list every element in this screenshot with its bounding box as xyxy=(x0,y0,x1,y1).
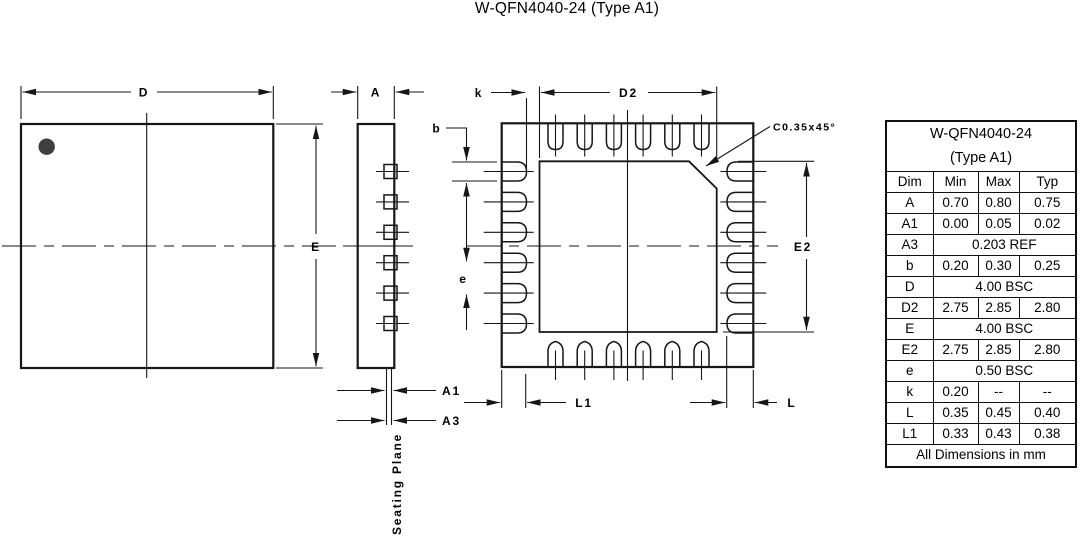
dim-A: A xyxy=(331,86,424,119)
dim-label-e-body: E xyxy=(311,240,321,254)
pads-right xyxy=(719,161,768,334)
table-title-line1: W-QFN4040-24 xyxy=(885,120,1077,147)
pads-left xyxy=(482,161,535,334)
dim-label-d: D xyxy=(139,86,149,100)
bottom-view: k D2 b e xyxy=(432,86,836,410)
dim-label-e-pitch: e xyxy=(459,272,467,286)
dim-A1: A1 xyxy=(337,384,461,398)
side-view: A A1 A3 Seating Plane xyxy=(331,86,461,535)
dim-L: L xyxy=(690,336,796,410)
dim-b: b xyxy=(432,122,497,247)
chamfer-callout: C0.35x45° xyxy=(705,122,836,167)
seating-plane-label: Seating Plane xyxy=(390,433,404,535)
table-title-line2: (Type A1) xyxy=(885,147,1077,172)
dim-E2: E2 xyxy=(723,160,814,333)
dim-label-b: b xyxy=(432,122,441,136)
side-view-terminals xyxy=(376,163,409,332)
table-header-row: Dim Min Max Typ xyxy=(885,171,1077,193)
dim-label-k: k xyxy=(475,86,483,100)
dim-label-l: L xyxy=(787,396,796,410)
dim-A3: A3 xyxy=(337,414,461,428)
exposed-pad xyxy=(538,160,718,333)
dim-D2: D2 xyxy=(538,86,718,158)
dim-label-a: A xyxy=(371,86,381,100)
dimensions-table: W-QFN4040-24 (Type A1) Dim Min Max Typ A… xyxy=(885,120,1078,468)
dim-L1: L1 xyxy=(464,370,593,410)
dim-label-e2: E2 xyxy=(794,240,812,254)
dim-D: D xyxy=(20,86,274,119)
pads-top xyxy=(547,113,710,158)
dim-label-d2: D2 xyxy=(619,86,638,100)
col-header-max: Max xyxy=(977,171,1020,193)
dim-label-a3: A3 xyxy=(442,414,461,428)
dim-E: E xyxy=(276,123,323,369)
dim-e-pitch: e xyxy=(459,247,470,330)
col-header-dim: Dim xyxy=(885,171,934,193)
pin1-marker-dot xyxy=(38,138,55,155)
chamfer-note-label: C0.35x45° xyxy=(773,122,836,134)
page-title: W-QFN4040-24 (Type A1) xyxy=(475,0,659,17)
col-header-min: Min xyxy=(932,171,979,193)
pads-bottom xyxy=(547,340,710,381)
dim-label-a1: A1 xyxy=(442,384,461,398)
dim-label-l1: L1 xyxy=(575,396,593,410)
col-header-typ: Typ xyxy=(1018,171,1077,193)
table-footer: All Dimensions in mm xyxy=(885,444,1077,468)
dim-k: k xyxy=(475,86,528,172)
top-view: D E xyxy=(2,86,340,378)
